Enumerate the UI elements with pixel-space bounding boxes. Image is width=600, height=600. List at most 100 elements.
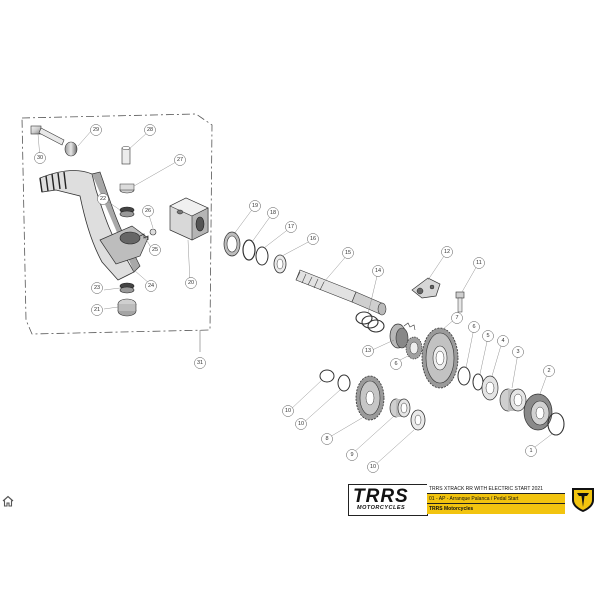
callout-7: 7 [451, 312, 463, 324]
brand-line: TRRS Motorcycles [427, 504, 565, 514]
svg-text:29: 29 [93, 127, 99, 133]
svg-text:12: 12 [444, 249, 450, 255]
callout-20: 19 [249, 200, 261, 212]
svg-text:16: 16 [310, 236, 316, 242]
ring-10-a [337, 374, 351, 392]
callout-12: 11 [473, 257, 485, 269]
ring-22 [117, 298, 137, 317]
callout-27: 27 [174, 154, 186, 166]
plate-2 [523, 393, 553, 431]
svg-text:6: 6 [394, 361, 397, 367]
callout-28: 28 [144, 124, 156, 136]
svg-text:15: 15 [345, 250, 351, 256]
ratchet-14 [389, 322, 416, 349]
callout-31: 31 [194, 357, 206, 369]
callout-29: 29 [90, 124, 102, 136]
callout-5: 5 [482, 330, 494, 342]
home-icon [2, 495, 14, 507]
trrs-shield-icon [566, 484, 600, 514]
callout-30: 30 [34, 152, 46, 164]
svg-text:10: 10 [285, 408, 291, 414]
callout-16: 15 [342, 247, 354, 259]
svg-text:25: 25 [152, 247, 158, 253]
svg-text:23: 23 [94, 285, 100, 291]
svg-text:14: 14 [375, 268, 381, 274]
callout-25: 25 [149, 244, 161, 256]
svg-text:10: 10 [370, 464, 376, 470]
svg-text:18: 18 [270, 210, 276, 216]
ring-5 [472, 373, 484, 391]
logo-subtext: MOTORCYCLES [357, 505, 406, 511]
gear-6 [405, 336, 423, 360]
callout-11: 10 [282, 405, 294, 417]
kick-lever [39, 170, 149, 281]
svg-text:26: 26 [145, 208, 151, 214]
svg-text:31: 31 [197, 360, 203, 366]
svg-text:3: 3 [516, 349, 519, 355]
svg-text:6: 6 [472, 324, 475, 330]
svg-text:7: 7 [455, 315, 458, 321]
callout-1: 1 [525, 445, 537, 457]
svg-text:20: 20 [188, 280, 194, 286]
svg-text:9: 9 [350, 452, 353, 458]
section-line: 01 - AP - Arranque Palanca / Pedal Start [427, 494, 565, 504]
svg-text:10: 10 [298, 421, 304, 427]
pin-28 [121, 146, 131, 165]
callout-10-a: 10 [295, 418, 307, 430]
bushing-9 [389, 398, 411, 418]
bushing-27 [119, 183, 135, 194]
callout-13: 12 [441, 246, 453, 258]
model-line: TRRS XTRACK RR WITH ELECTRIC START 2021 [427, 484, 565, 494]
callout-3: 3 [512, 346, 524, 358]
callout-circles: 30 29 28 27 22 26 25 24 23 21 20 31 19 1… [34, 124, 555, 473]
callout-8: 8 [321, 433, 333, 445]
kick-shaft-16 [295, 269, 387, 316]
title-info: TRRS XTRACK RR WITH ELECTRIC START 2021 … [427, 484, 565, 514]
ball-26 [149, 228, 157, 236]
washer-29 [64, 141, 78, 157]
callout-21: 20 [185, 277, 197, 289]
ring-18 [255, 246, 269, 266]
svg-text:30: 30 [37, 155, 43, 161]
bolt-12 [455, 291, 465, 313]
svg-text:22: 22 [100, 196, 106, 202]
ring-6 [457, 366, 471, 386]
title-block: TRRS MOTORCYCLES TRRS XTRACK RR WITH ELE… [348, 484, 600, 516]
ring-11 [319, 369, 335, 383]
svg-text:21: 21 [94, 307, 100, 313]
spring-25 [139, 233, 149, 240]
callout-17: 16 [307, 233, 319, 245]
gear-7 [421, 327, 459, 389]
callout-22: 21 [91, 304, 103, 316]
gear-8 [355, 375, 385, 421]
svg-text:28: 28 [147, 127, 153, 133]
svg-text:13: 13 [365, 348, 371, 354]
svg-text:11: 11 [476, 260, 482, 266]
callout-9: 9 [346, 449, 358, 461]
bushing-3 [499, 388, 527, 412]
callout-24: 24 [145, 280, 157, 292]
callout-6-b: 6 [468, 321, 480, 333]
guide-13 [411, 277, 441, 299]
svg-text:1: 1 [529, 448, 532, 454]
callout-10-b: 10 [367, 461, 379, 473]
callout-19: 18 [267, 207, 279, 219]
svg-text:24: 24 [148, 283, 154, 289]
ring-1 [547, 412, 565, 436]
home-button[interactable] [2, 494, 14, 507]
ring-19 [242, 239, 256, 261]
callout-15: 14 [372, 265, 384, 277]
svg-text:17: 17 [288, 224, 294, 230]
svg-text:5: 5 [486, 333, 489, 339]
logo-text: TRRS [353, 486, 409, 507]
trrs-logo: TRRS MOTORCYCLES [348, 484, 428, 516]
callout-23-b: 23 [91, 282, 103, 294]
callout-23-a: 22 [97, 193, 109, 205]
callout-26: 26 [142, 205, 154, 217]
leader-lines [37, 129, 553, 467]
callout-14: 13 [362, 345, 374, 357]
block-21 [169, 197, 209, 241]
svg-text:2: 2 [547, 368, 550, 374]
svg-text:8: 8 [325, 436, 328, 442]
